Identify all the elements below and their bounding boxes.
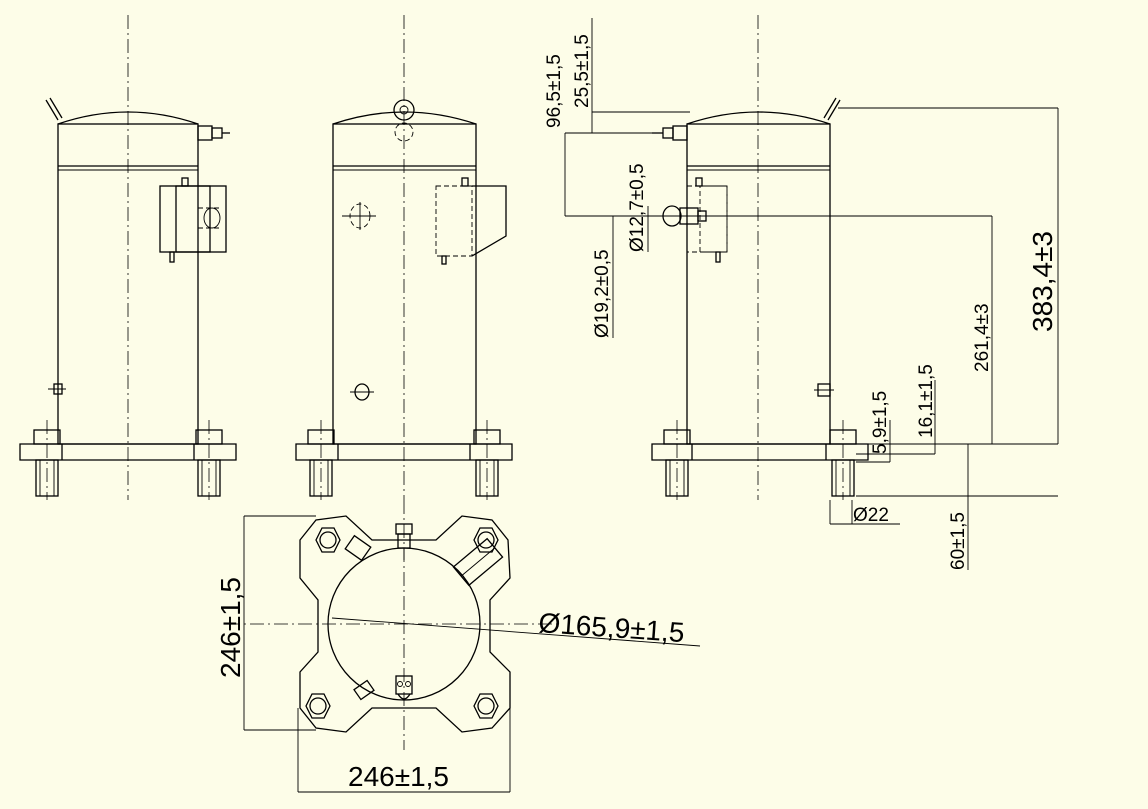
- dim-5-9: 5,9±1,5: [870, 391, 891, 454]
- front-view: [295, 15, 513, 500]
- dim-246-vertical: 246±1,5: [215, 577, 246, 678]
- dim-12-7: Ø12,7±0,5: [627, 163, 648, 252]
- side-view-right: [564, 15, 1059, 570]
- dim-16-1: 16,1±1,5: [916, 364, 937, 438]
- dim-261-4: 261,4±3: [972, 303, 993, 372]
- top-view: [226, 500, 701, 793]
- dim-22: Ø22: [853, 505, 889, 526]
- bolt-bottom-right: [473, 693, 499, 719]
- dim-60: 60±1,5: [948, 512, 969, 570]
- bolt-top-left: [315, 527, 341, 553]
- side-view-left: [19, 15, 237, 500]
- dim-96-5: 96,5±1,5: [544, 54, 565, 128]
- dim-25-5: 25,5±1,5: [572, 34, 593, 108]
- dim-19-2: Ø19,2±0,5: [592, 249, 613, 338]
- bolt-bottom-left: [305, 693, 331, 719]
- dim-383-4: 383,4±3: [1027, 231, 1058, 332]
- dim-165-9: Ø165,9±1,5: [538, 607, 686, 648]
- bolt-top-right: [473, 527, 499, 553]
- dim-246-horizontal: 246±1,5: [348, 761, 449, 792]
